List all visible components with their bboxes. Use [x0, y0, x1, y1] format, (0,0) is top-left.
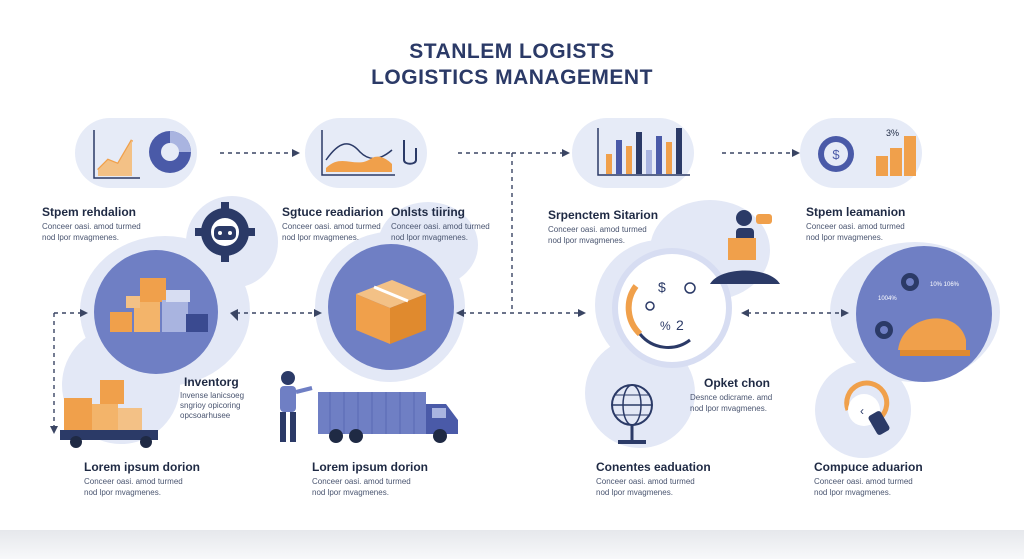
right-hardhat-icon: 1004% 10% 106%	[875, 273, 970, 356]
opkhet-title: Opket chon	[704, 376, 771, 390]
stage1-desc-line2: nod lpor mvagmenes.	[42, 233, 119, 242]
stage2-wave-icon	[321, 130, 417, 176]
b3-desc-line2: nod lpor mvagmenes.	[596, 488, 673, 497]
gear-icon	[195, 202, 255, 262]
inventory-title: Inventorg	[184, 375, 239, 389]
stage2b-desc-line2: nod lpor mvagmenes.	[391, 233, 468, 242]
title-line-2: LOGISTICS MANAGEMENT	[371, 66, 653, 89]
globe-icon	[611, 384, 653, 444]
stage4-percent: 3%	[886, 128, 900, 138]
opkhet-desc-line2: nod lpor mvagmenes.	[690, 404, 767, 413]
stage1-desc-line1: Conceer oasi. amod turmed	[42, 222, 141, 231]
infographic-page: STANLEM LOGISTS LOGISTICS MANAGEMENT	[42, 40, 1000, 497]
inventory-desc-line1: Invense lanicsoeg	[180, 391, 245, 400]
b1-desc-line1: Conceer oasi. amod turmed	[84, 477, 183, 486]
stage3-bar-icon	[597, 128, 690, 176]
b4-desc-line1: Conceer oasi. amod turmed	[814, 477, 913, 486]
stage3-desc-line1: Conceer oasi. amod turmed	[548, 225, 647, 234]
stage2-title: Sgtuce readiarion	[282, 205, 384, 219]
delivery-person-icon	[280, 371, 313, 442]
svg-text:10% 106%: 10% 106%	[930, 282, 960, 288]
stage4-title: Stpem leamanion	[806, 205, 906, 219]
b2-desc-line1: Conceer oasi. amod turmed	[312, 477, 411, 486]
svg-text:%: %	[660, 319, 671, 333]
b4-desc-line2: nod lpor mvagmenes.	[814, 488, 891, 497]
warehouse-boxes-icon	[110, 278, 208, 332]
analyst-person-icon	[710, 210, 780, 284]
stage3-desc-line2: nod lpor mvagmenes.	[548, 236, 625, 245]
inventory-desc-line3: opcsoarhusee	[180, 411, 231, 420]
svg-text:1004%: 1004%	[878, 296, 897, 302]
stage4-desc-line1: Conceer oasi. amod turmed	[806, 222, 905, 231]
svg-text:2: 2	[676, 317, 684, 333]
b1-title: Lorem ipsum dorion	[84, 460, 201, 474]
inventory-desc-line2: sngrioy opicoring	[180, 401, 241, 410]
b2-desc-line2: nod lpor mvagmenes.	[312, 488, 389, 497]
opkhet-desc-line1: Desnce odicrame. amd	[690, 393, 773, 402]
stage1-title: Stpem rehdalion	[42, 205, 137, 219]
package-box-icon	[356, 280, 426, 344]
stage1-chart-icon	[93, 130, 191, 179]
b2-title: Lorem ipsum dorion	[312, 460, 429, 474]
right-disc	[856, 246, 992, 382]
stage3-title: Srpenctem Sitarion	[548, 208, 659, 222]
stage4-coin-icon: $	[818, 136, 916, 176]
stage4-desc-line2: nod lpor mvagmenes.	[806, 233, 883, 242]
analysis-gauge-icon: $ % 2	[625, 279, 696, 349]
title-line-1: STANLEM LOGISTS	[409, 40, 615, 63]
svg-text:‹: ‹	[860, 404, 864, 418]
stage2-pill	[305, 118, 427, 188]
connector-arrowheads	[50, 149, 849, 434]
stage3-pill	[572, 118, 694, 188]
svg-text:$: $	[832, 147, 840, 162]
truck-icon	[318, 392, 458, 443]
stage2b-title: Onlsts tiiring	[391, 205, 466, 219]
svg-text:$: $	[658, 279, 666, 295]
analysis-disc	[612, 248, 732, 368]
b4-title: Compuce aduarion	[814, 460, 923, 474]
b3-desc-line1: Conceer oasi. amod turmed	[596, 477, 695, 486]
b1-desc-line2: nod lpor mvagmenes.	[84, 488, 161, 497]
illustration-layer: $	[50, 128, 970, 448]
stage2-desc-line1: Conceer oasi. amod turmed	[282, 222, 381, 231]
b3-title: Conentes eaduation	[596, 460, 711, 474]
stage2b-desc-line1: Conceer oasi. amod turmed	[391, 222, 490, 231]
connector-arrows	[53, 152, 843, 428]
compuce-device-icon: ‹	[844, 380, 890, 435]
forklift-icon	[60, 380, 158, 448]
page-bottom-shadow	[0, 530, 1024, 559]
stage2-desc-line2: nod lpor mvagmenes.	[282, 233, 359, 242]
